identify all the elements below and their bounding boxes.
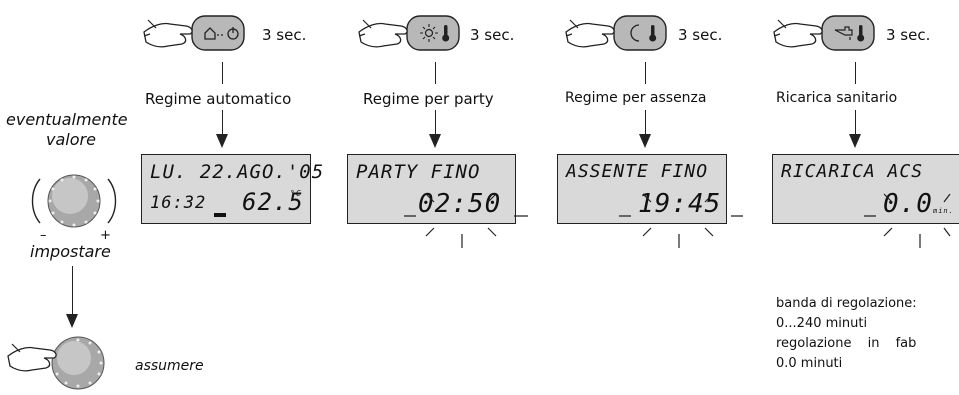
- connector: [645, 62, 646, 84]
- knob-plus: +: [100, 228, 111, 243]
- connector: [435, 62, 436, 84]
- lcd-display: LU. 22.AGO.'05 16:32 62.5 °C: [141, 154, 323, 224]
- step4-label: Ricarica sanitario: [776, 90, 898, 106]
- lcd-value: 62.5: [242, 188, 304, 216]
- lcd-value: 0.0: [883, 189, 933, 219]
- step3-label: Regime per assenza: [565, 90, 707, 106]
- step1-duration: 3 sec.: [262, 26, 307, 44]
- knob-confirm: assumere: [135, 358, 204, 374]
- arrow-down-icon: [66, 314, 78, 328]
- lcd-line1: LU. 22.AGO.'05: [150, 161, 325, 183]
- arrow-shaft: [72, 266, 73, 316]
- factory-label: regolazione in fab: [776, 336, 917, 351]
- house-clock-icon: [204, 27, 239, 40]
- step1-label: Regime automatico: [145, 90, 292, 108]
- connector: [855, 62, 856, 84]
- arrow-down-icon: [639, 134, 651, 148]
- lcd-display: RICARICA ACS 0.0 min.: [772, 154, 959, 224]
- hand-press-icon: [143, 15, 245, 51]
- lcd-unit: min.: [933, 207, 954, 215]
- lcd-display: ASSENTE FINO 19:45: [557, 154, 727, 224]
- hand-press-icon: [773, 15, 875, 51]
- arrow-shaft: [855, 110, 856, 136]
- rotary-knob-icon[interactable]: [28, 165, 120, 245]
- lcd-line1: PARTY FINO: [356, 161, 481, 183]
- blink-rays: [864, 193, 951, 248]
- lcd-time: 16:32: [150, 193, 207, 213]
- lcd-display: PARTY FINO 02:50: [347, 154, 516, 224]
- lcd-line1: ASSENTE FINO: [566, 161, 709, 182]
- lcd-value: 19:45: [638, 189, 722, 219]
- blink-rays: [619, 193, 743, 248]
- knob-title-line1: eventualmente: [6, 110, 128, 129]
- knob-minus: –: [40, 228, 47, 243]
- blink-rays: [404, 193, 528, 248]
- arrow-shaft: [645, 110, 646, 136]
- step2-duration: 3 sec.: [470, 26, 515, 44]
- tap-thermometer-icon: [834, 25, 865, 42]
- knob-action: impostare: [30, 242, 111, 261]
- step3-duration: 3 sec.: [678, 26, 723, 44]
- lcd-unit: °C: [290, 189, 302, 198]
- factory-value: 0.0 minuti: [776, 356, 843, 371]
- moon-thermometer-icon: [630, 24, 657, 42]
- arrow-shaft: [222, 110, 223, 136]
- lcd-line1: RICARICA ACS: [781, 161, 924, 182]
- lcd-value: 02:50: [418, 189, 502, 219]
- cursor: [214, 213, 226, 217]
- hand-press-knob-icon[interactable]: [6, 332, 106, 394]
- arrow-down-icon: [429, 134, 441, 148]
- range-label: banda di regolazione:: [776, 296, 917, 311]
- arrow-down-icon: [849, 134, 861, 148]
- sun-thermometer-icon: [420, 24, 450, 42]
- step4-duration: 3 sec.: [886, 26, 931, 44]
- arrow-down-icon: [216, 134, 228, 148]
- knob-title-line2: valore: [46, 130, 96, 149]
- range-value: 0...240 minuti: [776, 316, 868, 331]
- hand-press-icon: [565, 15, 667, 51]
- step2-label: Regime per party: [363, 90, 494, 108]
- connector: [222, 62, 223, 84]
- arrow-shaft: [435, 110, 436, 136]
